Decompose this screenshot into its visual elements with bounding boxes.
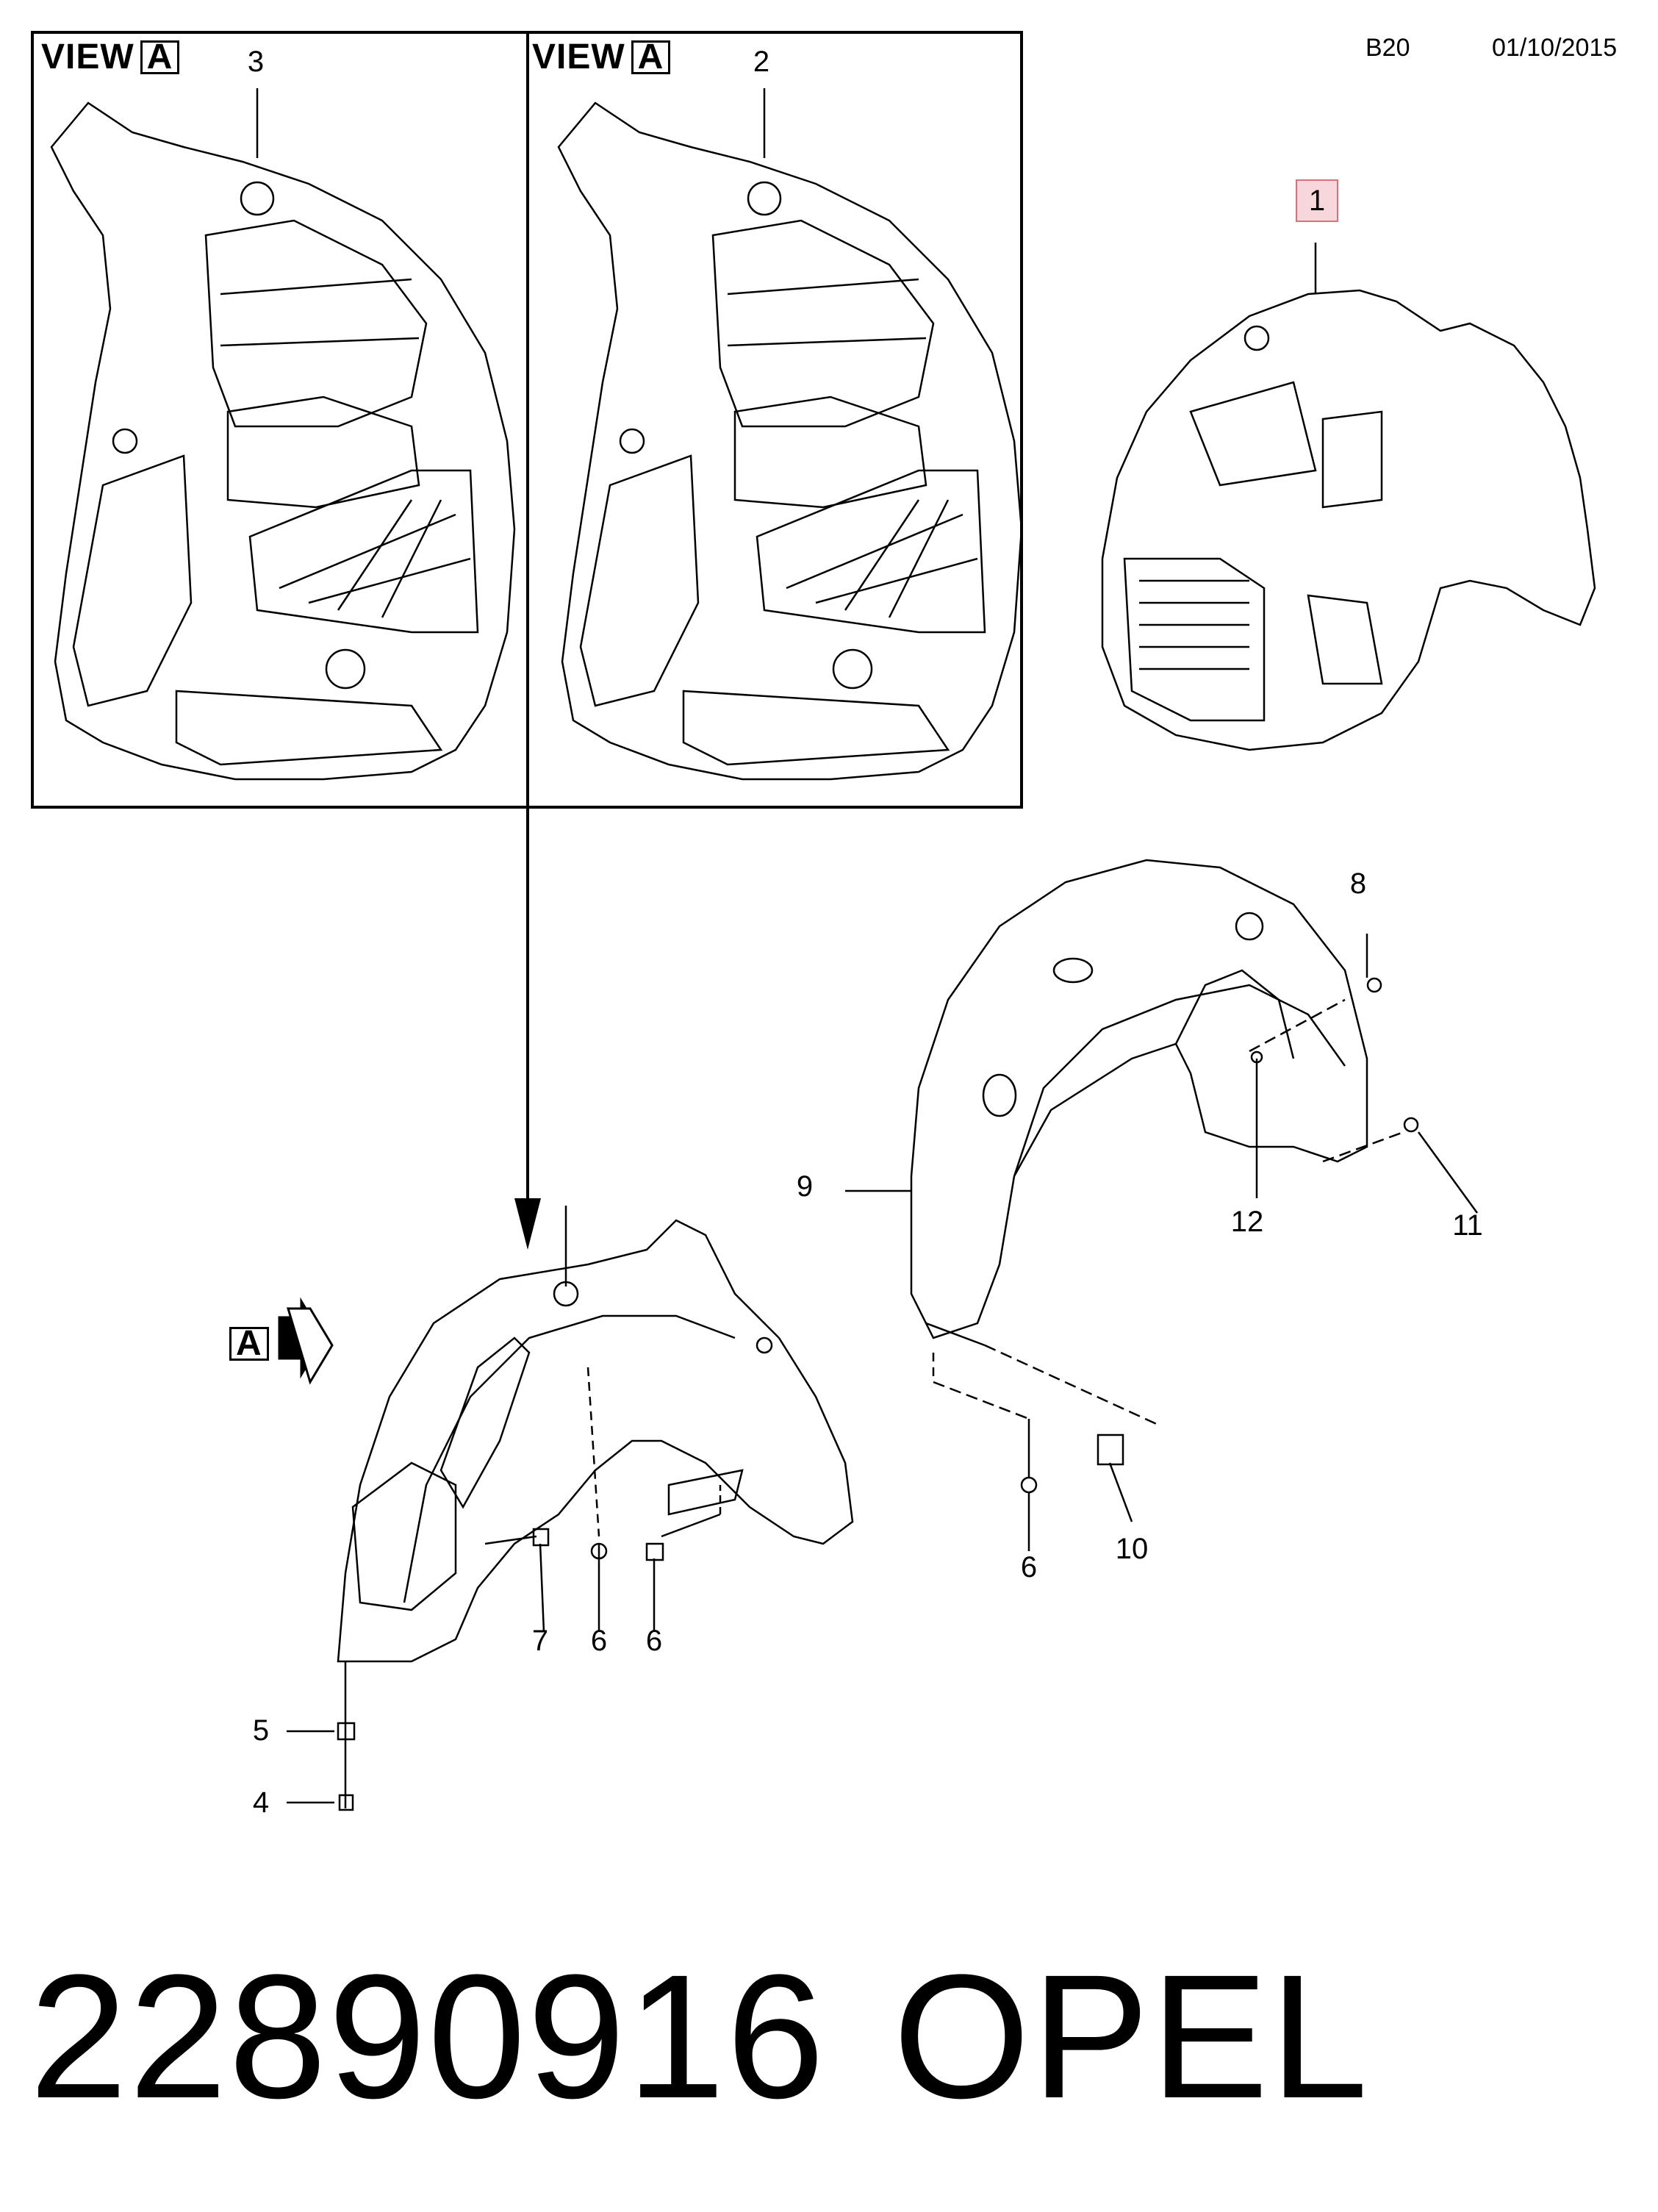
part-9-leaders: [845, 934, 1479, 1551]
part-1-drawing: [1101, 243, 1596, 751]
callout-6-front-a: 6: [590, 1625, 608, 1657]
callout-6-rear: 6: [1020, 1551, 1038, 1583]
view-a-title-left: VIEW: [41, 37, 134, 76]
view-a-arrow: [278, 1297, 334, 1385]
view-arrow-head: [514, 1198, 541, 1250]
callout-8: 8: [1349, 867, 1367, 900]
part-number: 22890916: [29, 1938, 826, 2135]
callout-3: 3: [247, 46, 265, 78]
sheet-date: 01/10/2015: [1492, 34, 1618, 62]
part-3-drawing: [50, 88, 516, 781]
callout-11: 11: [1452, 1209, 1483, 1242]
callout-4: 4: [252, 1786, 270, 1819]
callout-9: 9: [796, 1170, 814, 1203]
callout-6-front-b: 6: [645, 1625, 663, 1657]
callout-5: 5: [252, 1714, 270, 1747]
callout-2: 2: [753, 46, 770, 78]
view-a-letter-right: A: [631, 40, 671, 75]
part-9-drawing: [910, 859, 1368, 1347]
view-a-letter-left: A: [140, 40, 180, 75]
front-liner-drawing: [337, 1219, 854, 1663]
view-a-arrow-label: A: [229, 1323, 269, 1364]
callout-12: 12: [1230, 1206, 1264, 1238]
view-a-arrow-letter: A: [229, 1326, 269, 1361]
callout-1: 1: [1296, 179, 1338, 222]
callout-7: 7: [531, 1625, 549, 1657]
brand-name: OPEL: [893, 1938, 1370, 2135]
part-2-drawing: [557, 88, 1023, 781]
front-liner-leaders: [287, 1206, 722, 1811]
callout-10: 10: [1115, 1533, 1149, 1565]
view-a-title-right: VIEW: [532, 37, 625, 76]
sheet-code: B20: [1365, 34, 1410, 62]
